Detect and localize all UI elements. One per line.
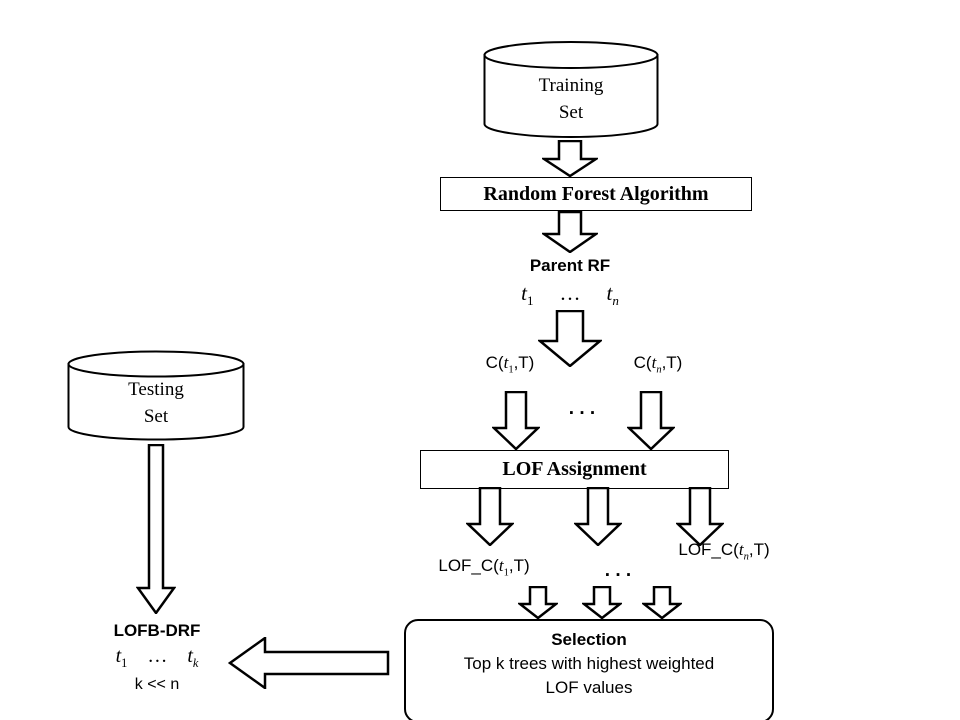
ellipsis: … [559, 281, 581, 305]
math-pre: LOF_C( [438, 556, 499, 575]
random-forest-box-label: Random Forest Algorithm [483, 182, 709, 205]
math-sub: 1 [526, 293, 534, 309]
k-much-less-than-n-note: k << n [134, 676, 180, 693]
arrow-lof-out-3-icon [676, 487, 724, 546]
arrow-lof-out-2-icon [574, 487, 622, 546]
ellipsis-between-lof-labels: . . . [604, 560, 632, 581]
tree-var-tk: tk [187, 645, 199, 670]
selection-box-title: Selection [551, 630, 627, 649]
database-cylinder-icon [67, 350, 245, 441]
testing-set-line1: Testing [128, 379, 184, 400]
arrow-lof-out-1-icon [466, 487, 514, 546]
selection-box: Selection Top k trees with highest weigh… [404, 619, 774, 720]
math-var: t [498, 556, 504, 575]
math-post: ,T) [748, 540, 770, 559]
math-var: t [651, 353, 657, 372]
random-forest-box: Random Forest Algorithm [440, 177, 752, 211]
training-set-line1: Training [538, 75, 604, 96]
tree-var-t1: t1 [115, 645, 128, 670]
math-pre: LOF_C( [678, 540, 739, 559]
math-sub: n [612, 293, 619, 309]
math-sub: 1 [508, 364, 514, 376]
selection-box-line2: LOF values [545, 678, 633, 697]
math-var: t [521, 281, 527, 305]
arrow-into-selection-2-icon [582, 586, 622, 619]
label-lof-c-t1: LOF_C(t1,T) [414, 556, 554, 578]
lof-assignment-box: LOF Assignment [420, 450, 729, 489]
math-sub: n [656, 364, 662, 376]
arrow-rf-to-parent-icon [542, 211, 598, 253]
database-cylinder-icon [483, 41, 659, 138]
ellipsis: … [147, 645, 168, 667]
parent-rf-label: Parent RF [529, 256, 611, 275]
arrow-c1-to-lof-icon [492, 391, 540, 450]
selection-box-line1: Top k trees with highest weighted [463, 654, 715, 673]
label-c-tn: C(tn,T) [596, 353, 720, 375]
arrow-into-selection-1-icon [518, 586, 558, 619]
arrow-training-to-rf-icon [542, 140, 598, 177]
tree-var-t1: t1 [521, 281, 534, 309]
testing-set-line2: Set [143, 406, 169, 427]
math-pre: C( [485, 353, 504, 372]
math-sub: 1 [121, 656, 128, 670]
lof-assignment-box-label: LOF Assignment [502, 458, 647, 480]
math-var: t [738, 540, 744, 559]
label-lof-c-tn: LOF_C(tn,T) [654, 540, 794, 562]
math-sub: 1 [503, 567, 509, 579]
math-post: ,T) [513, 353, 535, 372]
math-post: ,T) [508, 556, 530, 575]
testing-set-label: Testing Set [66, 376, 246, 430]
math-sub: k [192, 656, 199, 670]
math-var: t [606, 281, 613, 305]
ellipsis-between-arrows: . . . [568, 398, 596, 419]
math-sub: n [743, 551, 749, 563]
arrow-parent-to-classification-icon [538, 310, 602, 367]
result-trees-label: t1…tk [72, 645, 242, 671]
testing-set-node: Testing Set [66, 350, 246, 442]
arrow-into-selection-3-icon [642, 586, 682, 619]
tree-var-tn: tn [606, 281, 619, 309]
math-post: ,T) [661, 353, 683, 372]
training-set-line2: Set [558, 102, 584, 123]
math-pre: C( [633, 353, 652, 372]
arrow-testing-to-lofbdrf-icon [136, 444, 176, 614]
arrow-cn-to-lof-icon [627, 391, 675, 450]
math-var: t [503, 353, 509, 372]
math-var: t [187, 645, 193, 667]
math-var: t [115, 645, 122, 667]
lofb-drf-label: LOFB-DRF [113, 621, 201, 640]
training-set-label: Training Set [482, 72, 660, 126]
parent-trees-label: t1…tn [470, 281, 670, 309]
arrow-selection-to-lofbdrf-icon [228, 637, 390, 689]
training-set-node: Training Set [482, 40, 660, 140]
label-c-t1: C(t1,T) [448, 353, 572, 375]
